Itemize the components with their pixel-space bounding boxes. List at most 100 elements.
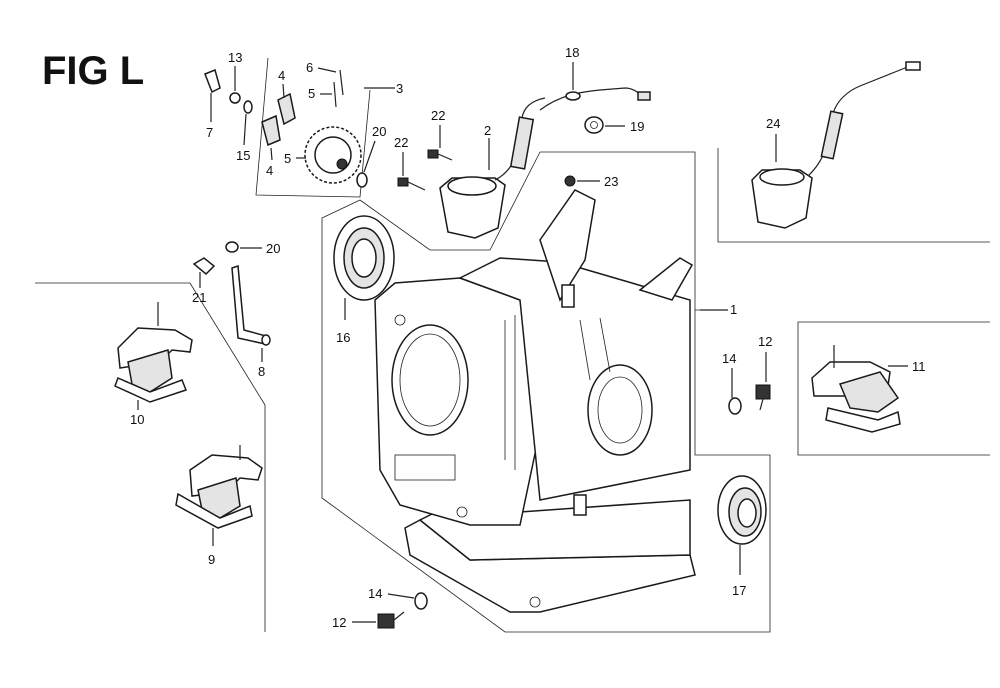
callout-21: 21 [192, 290, 206, 305]
callout-7: 7 [206, 125, 213, 140]
callout-14-bottom: 14 [368, 586, 382, 601]
washer-14-right [728, 397, 742, 415]
callout-5-lower: 5 [284, 151, 291, 166]
washer-20-upper [356, 172, 368, 188]
oil-alert-24 [751, 61, 921, 229]
oil-seal-17 [717, 475, 767, 545]
weight-4-upper [277, 92, 296, 126]
washer-13 [229, 92, 241, 104]
breather-tube-8 [231, 264, 271, 346]
oil-alert-unit [439, 97, 546, 239]
fin-4 [599, 317, 611, 373]
nut-23-body [564, 175, 576, 187]
bolt-hole-3 [529, 596, 541, 608]
bolt-hole-1 [394, 314, 406, 326]
mount-right-box [797, 321, 990, 456]
crank-bearing-bore [597, 376, 643, 444]
mount-10-base [114, 376, 187, 403]
harness-connector [637, 91, 651, 101]
nut-20 [225, 241, 239, 253]
engine-mount-10 [114, 302, 193, 403]
engine-mount-9 [175, 445, 263, 529]
leader-20-upper [363, 140, 376, 173]
callout-16: 16 [336, 330, 350, 345]
bolt-22-upper-head [427, 149, 439, 159]
crankcase-outline-upper [359, 151, 541, 251]
leader-4-lower [270, 147, 273, 161]
mount-9-base [175, 492, 253, 529]
callout-4-upper: 4 [278, 68, 285, 83]
dowel-pin [561, 284, 575, 308]
nut-19-body [584, 116, 604, 134]
callout-17: 17 [732, 583, 746, 598]
oil-seal-17-inner [737, 498, 757, 528]
callout-5-upper: 5 [308, 86, 315, 101]
callout-10: 10 [130, 412, 144, 427]
callout-12-bottom: 12 [332, 615, 346, 630]
bolt-22-lower-shank [407, 181, 426, 191]
harness-wire [539, 87, 646, 111]
engine-mount-11 [811, 345, 901, 433]
wire-harness [539, 87, 651, 111]
crankcase-outline [321, 199, 771, 633]
leader-4-upper [282, 83, 285, 99]
callout-24: 24 [766, 116, 780, 131]
leader-14-bottom [387, 593, 415, 599]
figure-title: FIG L [42, 49, 144, 93]
breather-tube-end [261, 334, 271, 346]
washer-14-bottom-body [414, 592, 428, 610]
callout-2: 2 [484, 123, 491, 138]
oil-alert-24-boot [820, 110, 844, 160]
crankcase-ear [638, 257, 694, 301]
harness-grommet [565, 91, 581, 101]
pin-6a [339, 69, 344, 96]
mount-group-outline [35, 282, 266, 632]
callout-14-right: 14 [722, 351, 736, 366]
callout-22-lower: 22 [394, 135, 408, 150]
washer-14-bottom [414, 592, 428, 610]
weight-4-lower [261, 114, 281, 147]
leader-6 [317, 67, 337, 73]
pin-6b [333, 81, 337, 108]
bolt-22-upper-shank [437, 153, 453, 161]
clip-15 [243, 100, 253, 114]
clip-21 [192, 257, 216, 276]
callout-12-right: 12 [758, 334, 772, 349]
crankcase-label-plate [394, 454, 456, 481]
callout-13: 13 [228, 50, 242, 65]
cylinder-bore-inner [399, 333, 461, 427]
bolt-12-bottom [377, 611, 405, 629]
callout-1: 1 [730, 302, 737, 317]
oil-alert-cap [447, 176, 497, 196]
callout-18: 18 [565, 45, 579, 60]
callout-3: 3 [396, 81, 403, 96]
callout-22-upper: 22 [431, 108, 445, 123]
nut-19-hole [590, 121, 598, 129]
oil-alert-24-connector [905, 61, 921, 71]
drain-plug-boss [573, 494, 587, 516]
bolt-12-right-head [755, 384, 771, 400]
mount-10-rubber [127, 349, 173, 393]
group-boundaries [35, 57, 990, 633]
oil-seal-16 [333, 215, 395, 301]
governor-group-outline [255, 57, 371, 198]
fin-3 [579, 319, 591, 381]
oil-seal-16-inner [351, 238, 377, 278]
nut-20-body [225, 241, 239, 253]
mount-11-base [825, 407, 901, 433]
nut-23 [564, 175, 576, 187]
leader-15 [243, 113, 247, 146]
oil-alert-24-wire [807, 63, 916, 177]
callout-20-lower: 20 [266, 241, 280, 256]
cylinder-bore [391, 324, 469, 436]
bolt-12-right [755, 384, 771, 411]
bolt-22-upper [427, 149, 453, 161]
callout-11: 11 [912, 359, 926, 374]
callout-20-upper: 20 [372, 124, 386, 139]
breather-tube-body [231, 264, 267, 345]
bolt-22-lower-head [397, 177, 409, 187]
washer-14-right-body [728, 397, 742, 415]
bolt-hole-2 [456, 506, 468, 518]
bolt-22-lower [397, 177, 426, 191]
